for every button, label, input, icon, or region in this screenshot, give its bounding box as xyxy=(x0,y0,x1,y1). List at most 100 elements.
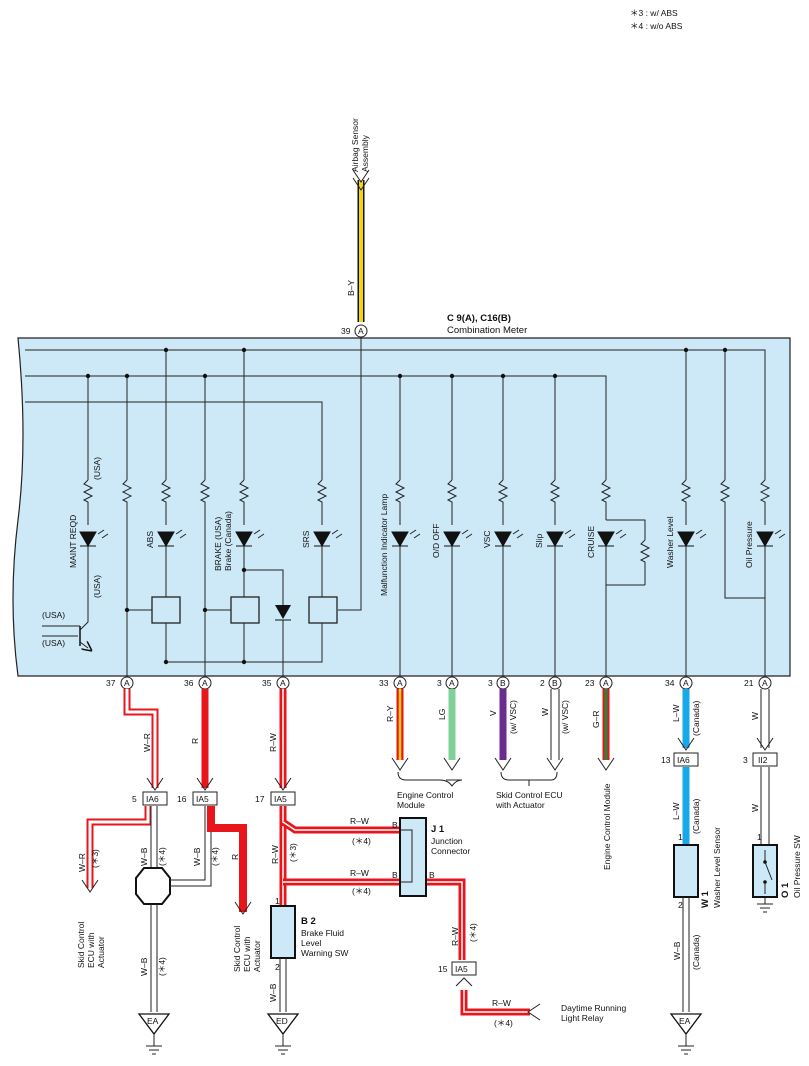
wire-label-w-vsc-1: (w/ VSC) xyxy=(508,700,518,734)
pin-b-2: B xyxy=(552,678,558,688)
dest-skid-ecu-2: with Actuator xyxy=(495,800,545,810)
wire-label-gr: G–R xyxy=(591,711,601,728)
w1-name: Washer Level Sensor xyxy=(712,827,722,908)
wire-label-lg: LG xyxy=(437,709,447,720)
pin-a-23: A xyxy=(603,678,609,688)
label-od-off: O/D OFF xyxy=(431,524,441,558)
j1-b-3: B xyxy=(429,870,435,880)
airbag-label-2: Assembly xyxy=(360,134,370,172)
conn-ia6-a: IA6 xyxy=(146,794,159,804)
wire-label-wb-ea: W–B xyxy=(139,957,149,976)
wire-label-wr-37: W–R xyxy=(142,733,152,752)
combination-meter: C 9(A), C16(B) Combination Meter A xyxy=(12,313,791,677)
oil-branch: W 1 O 1 Oil Pressure SW xyxy=(750,767,802,913)
o1-pin-1: 1 xyxy=(757,832,762,842)
conn-num-15: 15 xyxy=(438,964,448,974)
conn-ia5-a: IA5 xyxy=(196,794,209,804)
pin-num-33: 33 xyxy=(379,678,389,688)
wire-label-s4-ea: (＊4) xyxy=(157,957,167,976)
airbag-wire: Airbag Sensor Assembly B–Y 39 xyxy=(341,118,370,336)
wire-label-s3-mid: (＊3) xyxy=(288,843,298,862)
j1-b-2: B xyxy=(392,870,398,880)
b2-pin-2: 2 xyxy=(275,962,280,972)
j1-b-1: B xyxy=(392,820,398,830)
conn-num-3: 3 xyxy=(743,755,748,765)
wire-label-canada-2: (Canada) xyxy=(691,798,701,834)
wire-label-rw-low: R–W xyxy=(350,868,369,878)
pin-num-37: 37 xyxy=(106,678,116,688)
ground-ea-right: EA xyxy=(679,1016,691,1026)
wire-label-rw-mid: R–W xyxy=(270,845,280,864)
b2-pin-1: 1 xyxy=(275,896,280,906)
wire-label-rw-drl: R–W xyxy=(492,998,511,1008)
pin-a-21: A xyxy=(762,678,768,688)
wire-label-lw-2: L–W xyxy=(671,803,681,820)
conn-ia5-c: IA5 xyxy=(455,964,468,974)
label-oil-pressure: Oil Pressure xyxy=(744,521,754,568)
wire-label-rw-j1: R–W xyxy=(450,927,460,946)
wire-label-v: V xyxy=(488,710,498,716)
pin-num-35: 35 xyxy=(262,678,272,688)
pin-a-33: A xyxy=(397,678,403,688)
label-slip: Slip xyxy=(534,534,544,548)
dest-drl-2: Light Relay xyxy=(561,1013,604,1023)
conn-num-16: 16 xyxy=(177,794,187,804)
conn-num-13: 13 xyxy=(661,755,671,765)
wire-label-wb-ed: W–B xyxy=(268,983,278,1002)
j1-name-1: Junction xyxy=(431,836,463,846)
wire-label-ry: R–Y xyxy=(385,705,395,722)
wire-label-s4-top: (＊4) xyxy=(352,836,371,846)
b2-name-1: Brake Fluid xyxy=(301,928,344,938)
pin-b-3: B xyxy=(500,678,506,688)
label-vsc: VSC xyxy=(482,531,492,548)
w1-pin-1: 1 xyxy=(678,832,683,842)
wire-label-canada-3: (Canada) xyxy=(691,934,701,970)
wire-label-wr-left: W–R xyxy=(77,853,87,872)
b2-name-3: Warning SW xyxy=(301,948,348,958)
dest-ecm-1: Engine Control xyxy=(397,790,453,800)
dest-skid-m2: ECU with xyxy=(242,936,252,972)
lower-wires: W–R R R–W R–Y LG V (w/ VSC) W (w/ VSC) G… xyxy=(123,689,774,870)
dest-skid-m1: Skid Control xyxy=(232,926,242,972)
label-maint-reqd: MAINT REQD xyxy=(68,515,78,568)
conn-num-17: 17 xyxy=(255,794,265,804)
pin-num-3b: 3 xyxy=(488,678,493,688)
j1-code: J 1 xyxy=(431,824,445,835)
dest-skid-l1: Skid Control xyxy=(76,922,86,968)
wire-label-w-vsc-2: (w/ VSC) xyxy=(560,700,570,734)
pin-a-3: A xyxy=(449,678,455,688)
pin-num-21: 21 xyxy=(744,678,754,688)
airbag-wire-color: B–Y xyxy=(346,280,356,296)
wire-label-s4-j1: (＊4) xyxy=(468,923,478,942)
airbag-label-1: Airbag Sensor xyxy=(350,118,360,172)
pin-a-34: A xyxy=(683,678,689,688)
dest-drl-1: Daytime Running xyxy=(561,1003,626,1013)
wire-label-w-oil: W xyxy=(750,712,760,720)
wire-label-s4-mid: (＊4) xyxy=(210,847,220,866)
wire-label-wb-mid: W–B xyxy=(192,847,202,866)
conn-ia5-b: IA5 xyxy=(274,794,287,804)
label-cruise: CRUISE xyxy=(586,526,596,558)
conn-ii2: II2 xyxy=(758,755,768,765)
label-abs: ABS xyxy=(145,531,155,548)
wire-label-w-oil-2: W xyxy=(750,804,760,812)
dest-skid-m3: Actuator xyxy=(252,940,262,972)
wire-label-r-mid: R xyxy=(230,854,240,860)
washer-branch: 1 2 L–W (Canada) W 1 Washer Level Sensor… xyxy=(669,767,722,1055)
label-usa-2: (USA) xyxy=(92,575,102,598)
wire-label-s4-left: (＊4) xyxy=(157,847,167,866)
left-branch: W–R (＊3) W–B (＊4) W–B (＊4) W–B (＊4) Skid… xyxy=(76,806,220,1055)
ground-ed: ED xyxy=(276,1016,288,1026)
w1-pin-2: 2 xyxy=(678,900,683,910)
pin-num-23: 23 xyxy=(585,678,595,688)
dest-skid-l2: ECU with xyxy=(86,932,96,968)
pin-num-34: 34 xyxy=(665,678,675,688)
pin-conn-a: A xyxy=(358,326,364,336)
wire-label-w: W xyxy=(540,708,550,716)
wire-label-wb-w1: W–B xyxy=(672,941,682,960)
meter-pins: A A A A A B B A A A 37 36 35 33 3 3 2 23… xyxy=(106,676,772,690)
o1-name: Oil Pressure SW xyxy=(792,835,802,898)
conn-ia6-b: IA6 xyxy=(677,755,690,765)
pin-num-2: 2 xyxy=(540,678,545,688)
